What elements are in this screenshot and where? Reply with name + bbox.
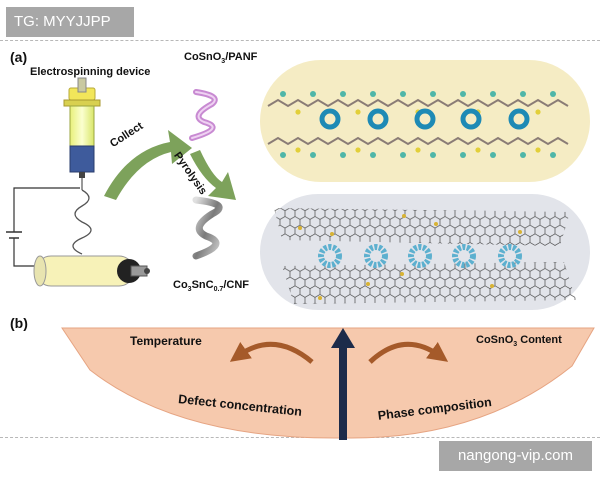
product2-s2: 0.7 [213, 286, 224, 294]
product2-p3: /CNF [223, 279, 249, 291]
watermark-bottom: nangong-vip.com [439, 441, 592, 471]
pyrolysis-arrow [190, 150, 236, 200]
watermark-top: TG: MYYJJPP [6, 7, 134, 37]
product1-base: CoSnO [184, 51, 222, 63]
device-label: Electrospinning device [30, 66, 151, 78]
pink-fiber [189, 89, 218, 141]
product1-label: CoSnO3/PANF [184, 51, 257, 65]
content-sub: 3 [513, 341, 518, 349]
top-structure-capsule [260, 60, 590, 182]
center-arrow [331, 328, 355, 440]
top-divider [0, 40, 600, 41]
cosno3-rings-bottom [318, 244, 522, 268]
product2-label: Co3SnC0.7/CNF [173, 279, 249, 293]
content-label: CoSnO3 Content [476, 334, 562, 348]
cosno3-rings-top [319, 108, 530, 130]
temperature-curl-arrow [229, 341, 314, 364]
collector-drum-icon [33, 255, 150, 287]
content-base: CoSnO [476, 334, 514, 346]
product2-s1: 3 [187, 286, 192, 294]
syringe-icon [63, 77, 101, 190]
product1-sub: 3 [221, 58, 226, 66]
panel-b-label: (b) [10, 315, 28, 331]
product2-p1: Co [173, 279, 188, 291]
temperature-label: Temperature [130, 334, 202, 348]
content-rest: Content [517, 334, 562, 346]
content-curl-arrow [368, 341, 449, 364]
jet-spiral [72, 189, 92, 255]
product1-rest: /PANF [225, 51, 258, 63]
power-circuit [6, 187, 80, 267]
graphene-sheets [274, 208, 576, 304]
product2-p2: SnC [191, 279, 214, 291]
collect-arrow [104, 130, 192, 200]
grey-fiber [192, 196, 223, 260]
panel-a-label: (a) [10, 49, 28, 65]
